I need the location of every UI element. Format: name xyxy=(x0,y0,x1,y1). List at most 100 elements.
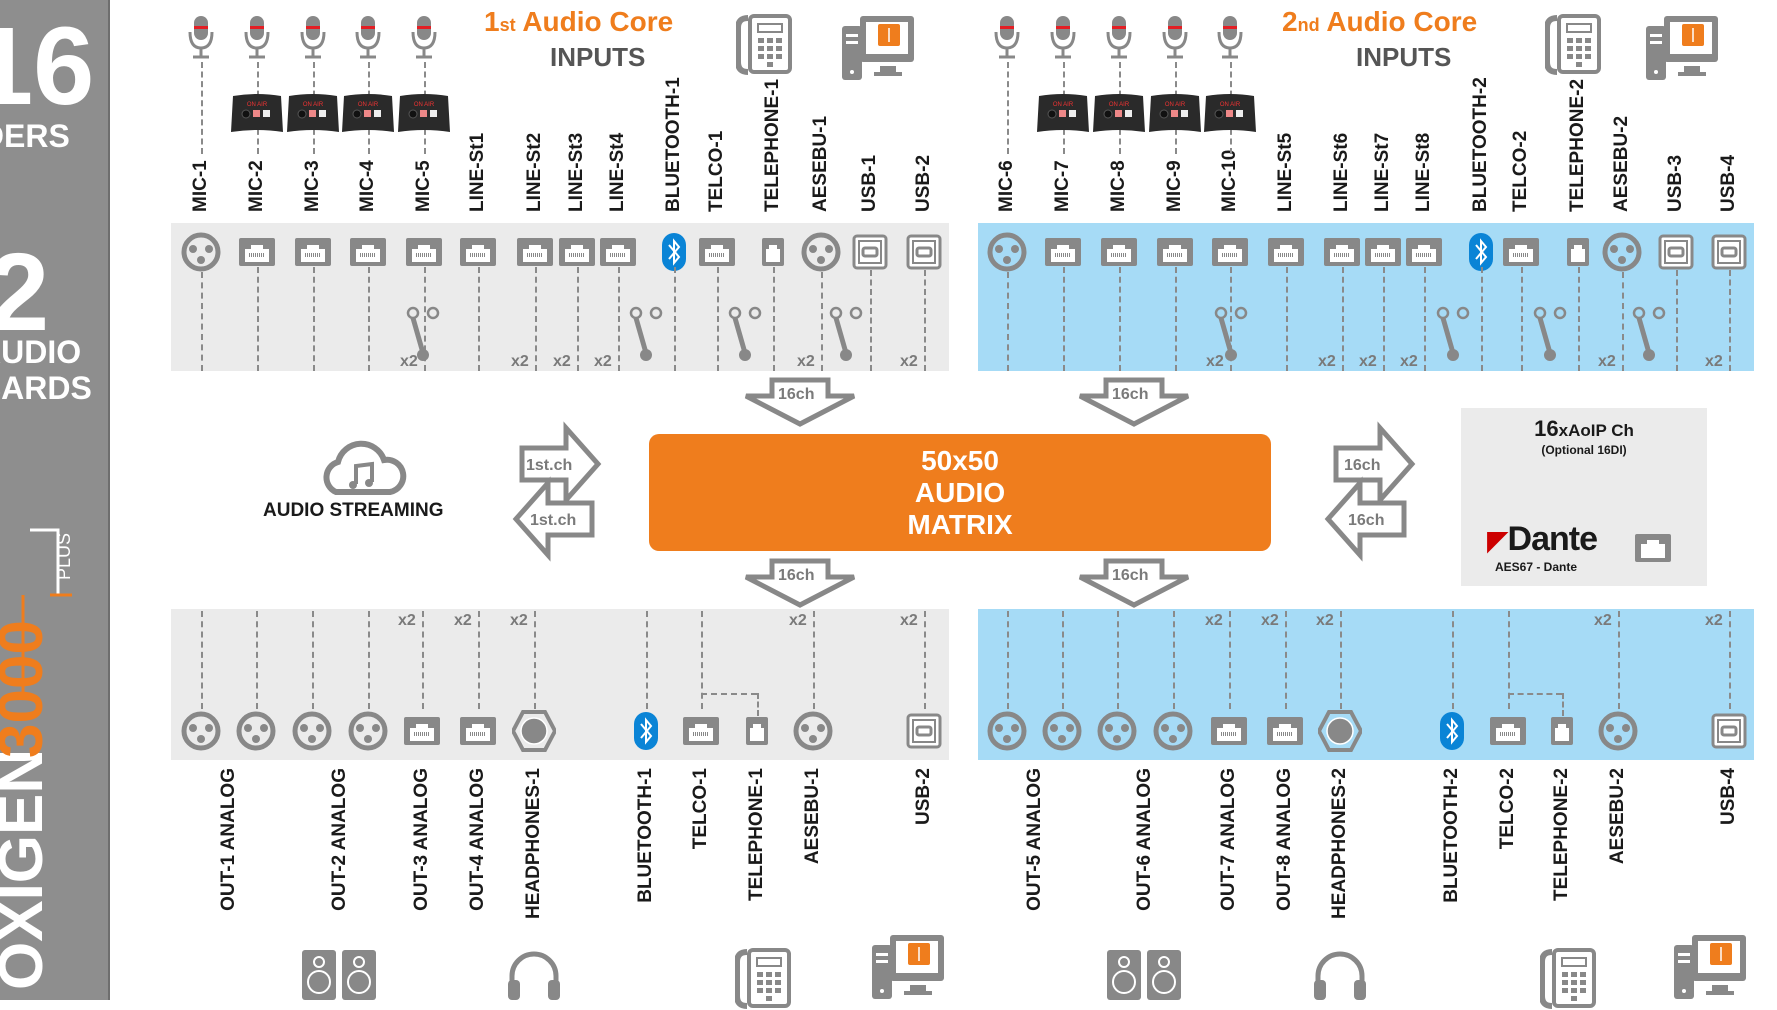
signal-line xyxy=(1173,611,1175,709)
rj45-port-icon xyxy=(1157,238,1193,266)
signal-line xyxy=(618,267,620,371)
dante-aoip-box: 16xAoIP Ch (Optional 16DI) ◤Dante AES67 … xyxy=(1461,408,1707,586)
xlr-connector-icon xyxy=(236,711,276,751)
signal-line xyxy=(1062,611,1064,709)
stereo-multiplier: x2 xyxy=(789,612,807,629)
computer-usb-icon xyxy=(1674,935,1746,999)
ethernet-port-icon xyxy=(1635,534,1671,562)
arrow-1stch-to-matrix: 1st.ch xyxy=(522,428,598,500)
xlr-connector-icon xyxy=(292,711,332,751)
microphone-icon xyxy=(188,16,214,59)
core2-input-label: AESEBU-2 xyxy=(1611,115,1632,212)
matrix-label-2: MATRIX xyxy=(907,508,1013,540)
bluetooth-icon xyxy=(1469,233,1493,271)
rj45-port-icon xyxy=(295,238,331,266)
xlr-connector-icon xyxy=(181,232,221,272)
signal-line xyxy=(717,267,719,371)
audio-matrix: 50x50 AUDIO MATRIX xyxy=(649,434,1271,551)
core2-input-label: USB-3 xyxy=(1665,154,1686,212)
rj45-port-icon xyxy=(404,717,440,745)
on-air-control-panel-icon: ON AIR xyxy=(231,94,283,132)
mic-cable xyxy=(201,62,203,154)
signal-line xyxy=(674,267,676,371)
usb-b-port-icon xyxy=(852,234,888,270)
signal-line xyxy=(1340,611,1342,709)
svg-text:16ch: 16ch xyxy=(1344,457,1380,474)
headphones-icon xyxy=(1314,951,1366,1000)
headphone-jack-icon xyxy=(512,710,556,752)
signal-line xyxy=(1481,267,1483,371)
signal-line xyxy=(422,611,424,709)
core2-input-label: TELEPHONE-2 xyxy=(1567,78,1588,212)
signal-line xyxy=(1007,611,1009,709)
usb-b-port-icon xyxy=(1711,713,1747,749)
stereo-multiplier: x2 xyxy=(900,612,918,629)
signal-line xyxy=(1676,270,1678,371)
core1-input-label: AESEBU-1 xyxy=(810,115,831,212)
stereo-multiplier: x2 xyxy=(1594,612,1612,629)
svg-text:16ch: 16ch xyxy=(778,567,814,584)
xlr-connector-icon xyxy=(1097,711,1137,751)
stereo-multiplier: x2 xyxy=(400,353,418,370)
signal-line xyxy=(1424,267,1426,371)
usb-b-port-icon xyxy=(1711,234,1747,270)
core1-output-label: OUT-3 ANALOG xyxy=(411,768,432,911)
signal-line xyxy=(1521,267,1523,371)
rj45-port-icon xyxy=(1365,238,1401,266)
core2-output-label: OUT-7 ANALOG xyxy=(1218,768,1239,911)
core2-output-label: TELEPHONE-2 xyxy=(1551,768,1572,902)
core2-subtitle: INPUTS xyxy=(1356,42,1452,72)
arrow-16ch-in-core2: 16ch xyxy=(1080,380,1188,424)
svg-text:ON AIR: ON AIR xyxy=(414,102,435,108)
signal-line xyxy=(1119,267,1121,371)
xlr-connector-icon xyxy=(987,232,1027,272)
faders-count: 16 xyxy=(0,5,95,128)
arrow-16ch-from-dante xyxy=(1328,483,1404,555)
signal-line xyxy=(821,272,823,371)
bluetooth-icon xyxy=(634,712,658,750)
microphone-icon xyxy=(1050,16,1076,59)
aoip-optional-note: (Optional 16DI) xyxy=(1541,443,1627,457)
mic-cable xyxy=(1007,62,1009,154)
core2-input-label: MIC-7 xyxy=(1052,160,1073,212)
stereo-multiplier: x2 xyxy=(1318,353,1336,370)
rj45-port-icon xyxy=(1503,238,1539,266)
stereo-multiplier: x2 xyxy=(553,353,571,370)
svg-text:1st.ch: 1st.ch xyxy=(526,457,572,474)
computer-usb-icon xyxy=(872,935,944,999)
rj45-port-icon xyxy=(350,238,386,266)
core2-output-band xyxy=(978,609,1754,760)
core1-input-label: LINE-St3 xyxy=(566,132,587,212)
signal-line xyxy=(1383,267,1385,371)
audio-cards-count: 2 xyxy=(0,238,49,348)
signal-line xyxy=(1117,611,1119,709)
core2-input-label: MIC-9 xyxy=(1164,160,1185,212)
signal-line xyxy=(1285,611,1287,709)
core1-subtitle: INPUTS xyxy=(550,42,646,72)
signal-line xyxy=(201,272,203,371)
xlr-connector-icon xyxy=(987,711,1027,751)
microphone-icon xyxy=(355,16,381,59)
bluetooth-icon xyxy=(662,233,686,271)
core2-output-label: OUT-8 ANALOG xyxy=(1274,768,1295,911)
computer-usb-icon xyxy=(1646,16,1718,80)
stereo-multiplier: x2 xyxy=(1261,612,1279,629)
core1-input-label: USB-2 xyxy=(913,154,934,212)
routing-switch-icon xyxy=(406,306,440,361)
rj45-port-icon xyxy=(1268,238,1304,266)
core1-output-band xyxy=(171,609,949,760)
signal-line xyxy=(1729,270,1731,371)
core1-output-label: TELCO-1 xyxy=(690,768,711,850)
aoip-channels-title: 16xAoIP Ch xyxy=(1534,416,1634,441)
audio-cards-label-2: CARDS xyxy=(0,370,92,406)
desk-phone-icon xyxy=(736,14,792,75)
xlr-connector-icon xyxy=(793,711,833,751)
core1-input-label: TELCO-1 xyxy=(706,130,727,212)
routing-switch-icon xyxy=(829,306,863,361)
signal-line xyxy=(1452,611,1454,709)
bluetooth-icon xyxy=(1440,712,1464,750)
stereo-multiplier: x2 xyxy=(1705,353,1723,370)
rj45-port-icon xyxy=(1101,238,1137,266)
xlr-connector-icon xyxy=(1602,232,1642,272)
rj45-port-icon xyxy=(699,238,735,266)
